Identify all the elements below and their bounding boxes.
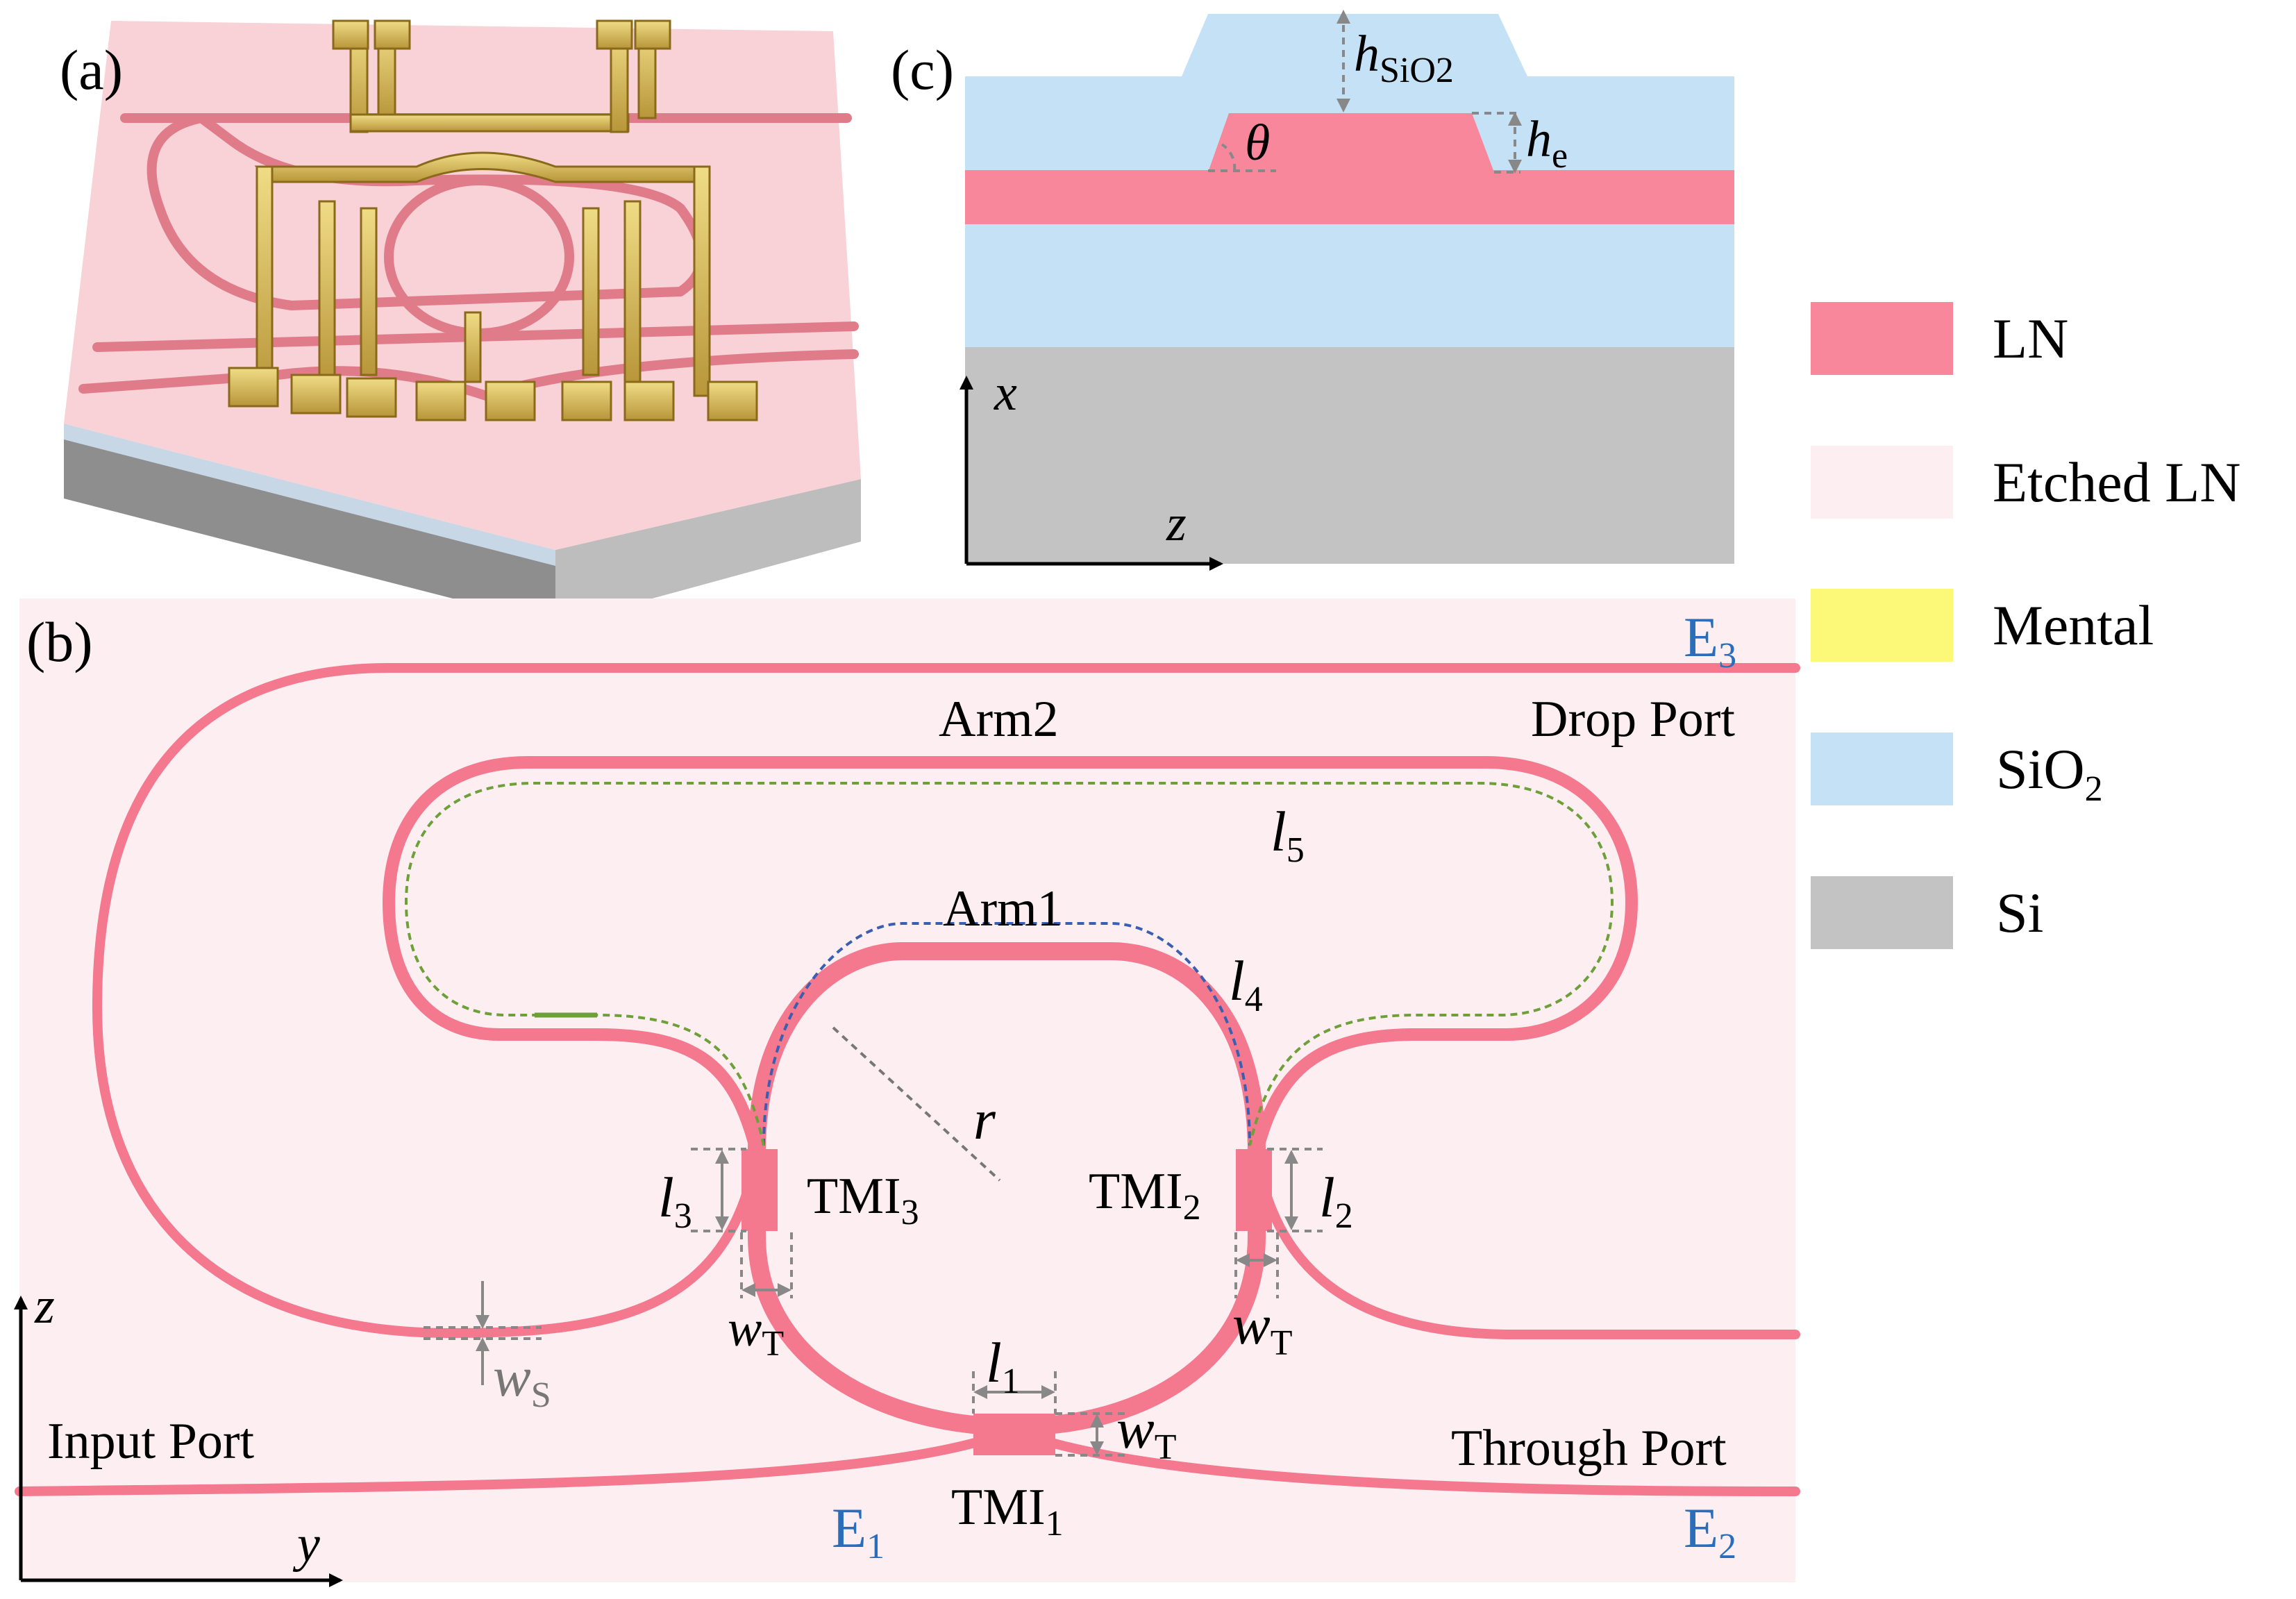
wt-label-tmi2: wT — [1232, 1293, 1292, 1363]
legend-label-si: Si — [1996, 881, 2043, 944]
l2-label: l2 — [1319, 1166, 1353, 1236]
panel-b: (b) Input Port Through Port Drop Port Ar… — [14, 598, 1800, 1587]
panel-b-label: (b) — [26, 610, 93, 673]
e1-label: E1 — [832, 1496, 885, 1566]
legend-swatch-sio2 — [1811, 732, 1953, 805]
arm1-label: Arm1 — [943, 880, 1063, 937]
panel-c-label: (c) — [891, 38, 954, 101]
arm2-label: Arm2 — [939, 691, 1059, 748]
panel-c: hSiO2 he θ x z (c) — [891, 9, 1734, 571]
radius-label: r — [973, 1088, 996, 1151]
legend: LN Etched LN Mental SiO2 Si — [1811, 302, 2240, 949]
panel-a: (a) — [60, 19, 861, 625]
e2-label: E2 — [1684, 1496, 1736, 1566]
legend-swatch-metal — [1811, 589, 1953, 662]
legend-label-sio2: SiO2 — [1996, 737, 2103, 809]
chip-side-si — [64, 437, 555, 625]
l1-label: l1 — [986, 1331, 1020, 1401]
tmi2-block — [1236, 1149, 1272, 1231]
arm1-path — [762, 922, 1251, 1146]
chip-electrodes — [228, 19, 758, 421]
e3-label: E3 — [1684, 605, 1736, 676]
theta-label: θ — [1245, 115, 1270, 171]
legend-label-etched-ln: Etched LN — [1993, 451, 2240, 514]
outer-loop-waveguide — [92, 663, 1800, 1338]
legend-label-ln: LN — [1993, 307, 2068, 370]
chip-side-sio2 — [64, 424, 555, 566]
chip-side-right — [555, 479, 861, 625]
section-si-substrate — [965, 347, 1734, 564]
section-ln-slab — [965, 170, 1734, 224]
tmi1-block — [973, 1414, 1055, 1455]
legend-swatch-etched-ln — [1811, 446, 1953, 519]
tmi2-label: TMI2 — [1089, 1163, 1201, 1228]
panel-b-waveguides — [15, 663, 1800, 1496]
l3-label: l3 — [658, 1166, 692, 1236]
wt-label-tmi1: wT — [1116, 1397, 1176, 1467]
legend-swatch-si — [1811, 876, 1953, 949]
tmi3-label: TMI3 — [807, 1168, 919, 1232]
arm2-waveguide — [383, 756, 1638, 1159]
z-axis-label: z — [1166, 495, 1187, 552]
arm2-path — [404, 782, 1614, 1146]
radius-line — [832, 1026, 1001, 1182]
through-port-label: Through Port — [1451, 1420, 1727, 1477]
panel-a-label: (a) — [60, 38, 123, 101]
he-label: he — [1526, 111, 1568, 176]
section-ln-ridge — [1208, 113, 1494, 172]
l5-label: l5 — [1271, 800, 1305, 870]
l4-label: l4 — [1229, 949, 1263, 1019]
legend-label-metal: Mental — [1993, 594, 2154, 657]
tmi1-label: TMI1 — [951, 1479, 1064, 1543]
panel-b-dimensions — [424, 1148, 1323, 1457]
y-axis-label-b: y — [292, 1516, 320, 1573]
section-sio2-bottom — [965, 215, 1734, 347]
z-axis-label-b: z — [34, 1278, 55, 1334]
theta-arc — [1221, 143, 1237, 171]
drop-port-label: Drop Port — [1531, 691, 1735, 748]
h-sio2-label: hSiO2 — [1354, 26, 1454, 90]
wt-label-tmi3: wT — [728, 1300, 784, 1364]
center-ring-waveguide — [748, 942, 1266, 1436]
legend-swatch-ln — [1811, 302, 1953, 375]
x-axis-label: x — [994, 365, 1017, 421]
ws-label: wS — [493, 1345, 551, 1415]
tmi3-block — [741, 1149, 778, 1231]
input-port-label: Input Port — [47, 1413, 255, 1470]
